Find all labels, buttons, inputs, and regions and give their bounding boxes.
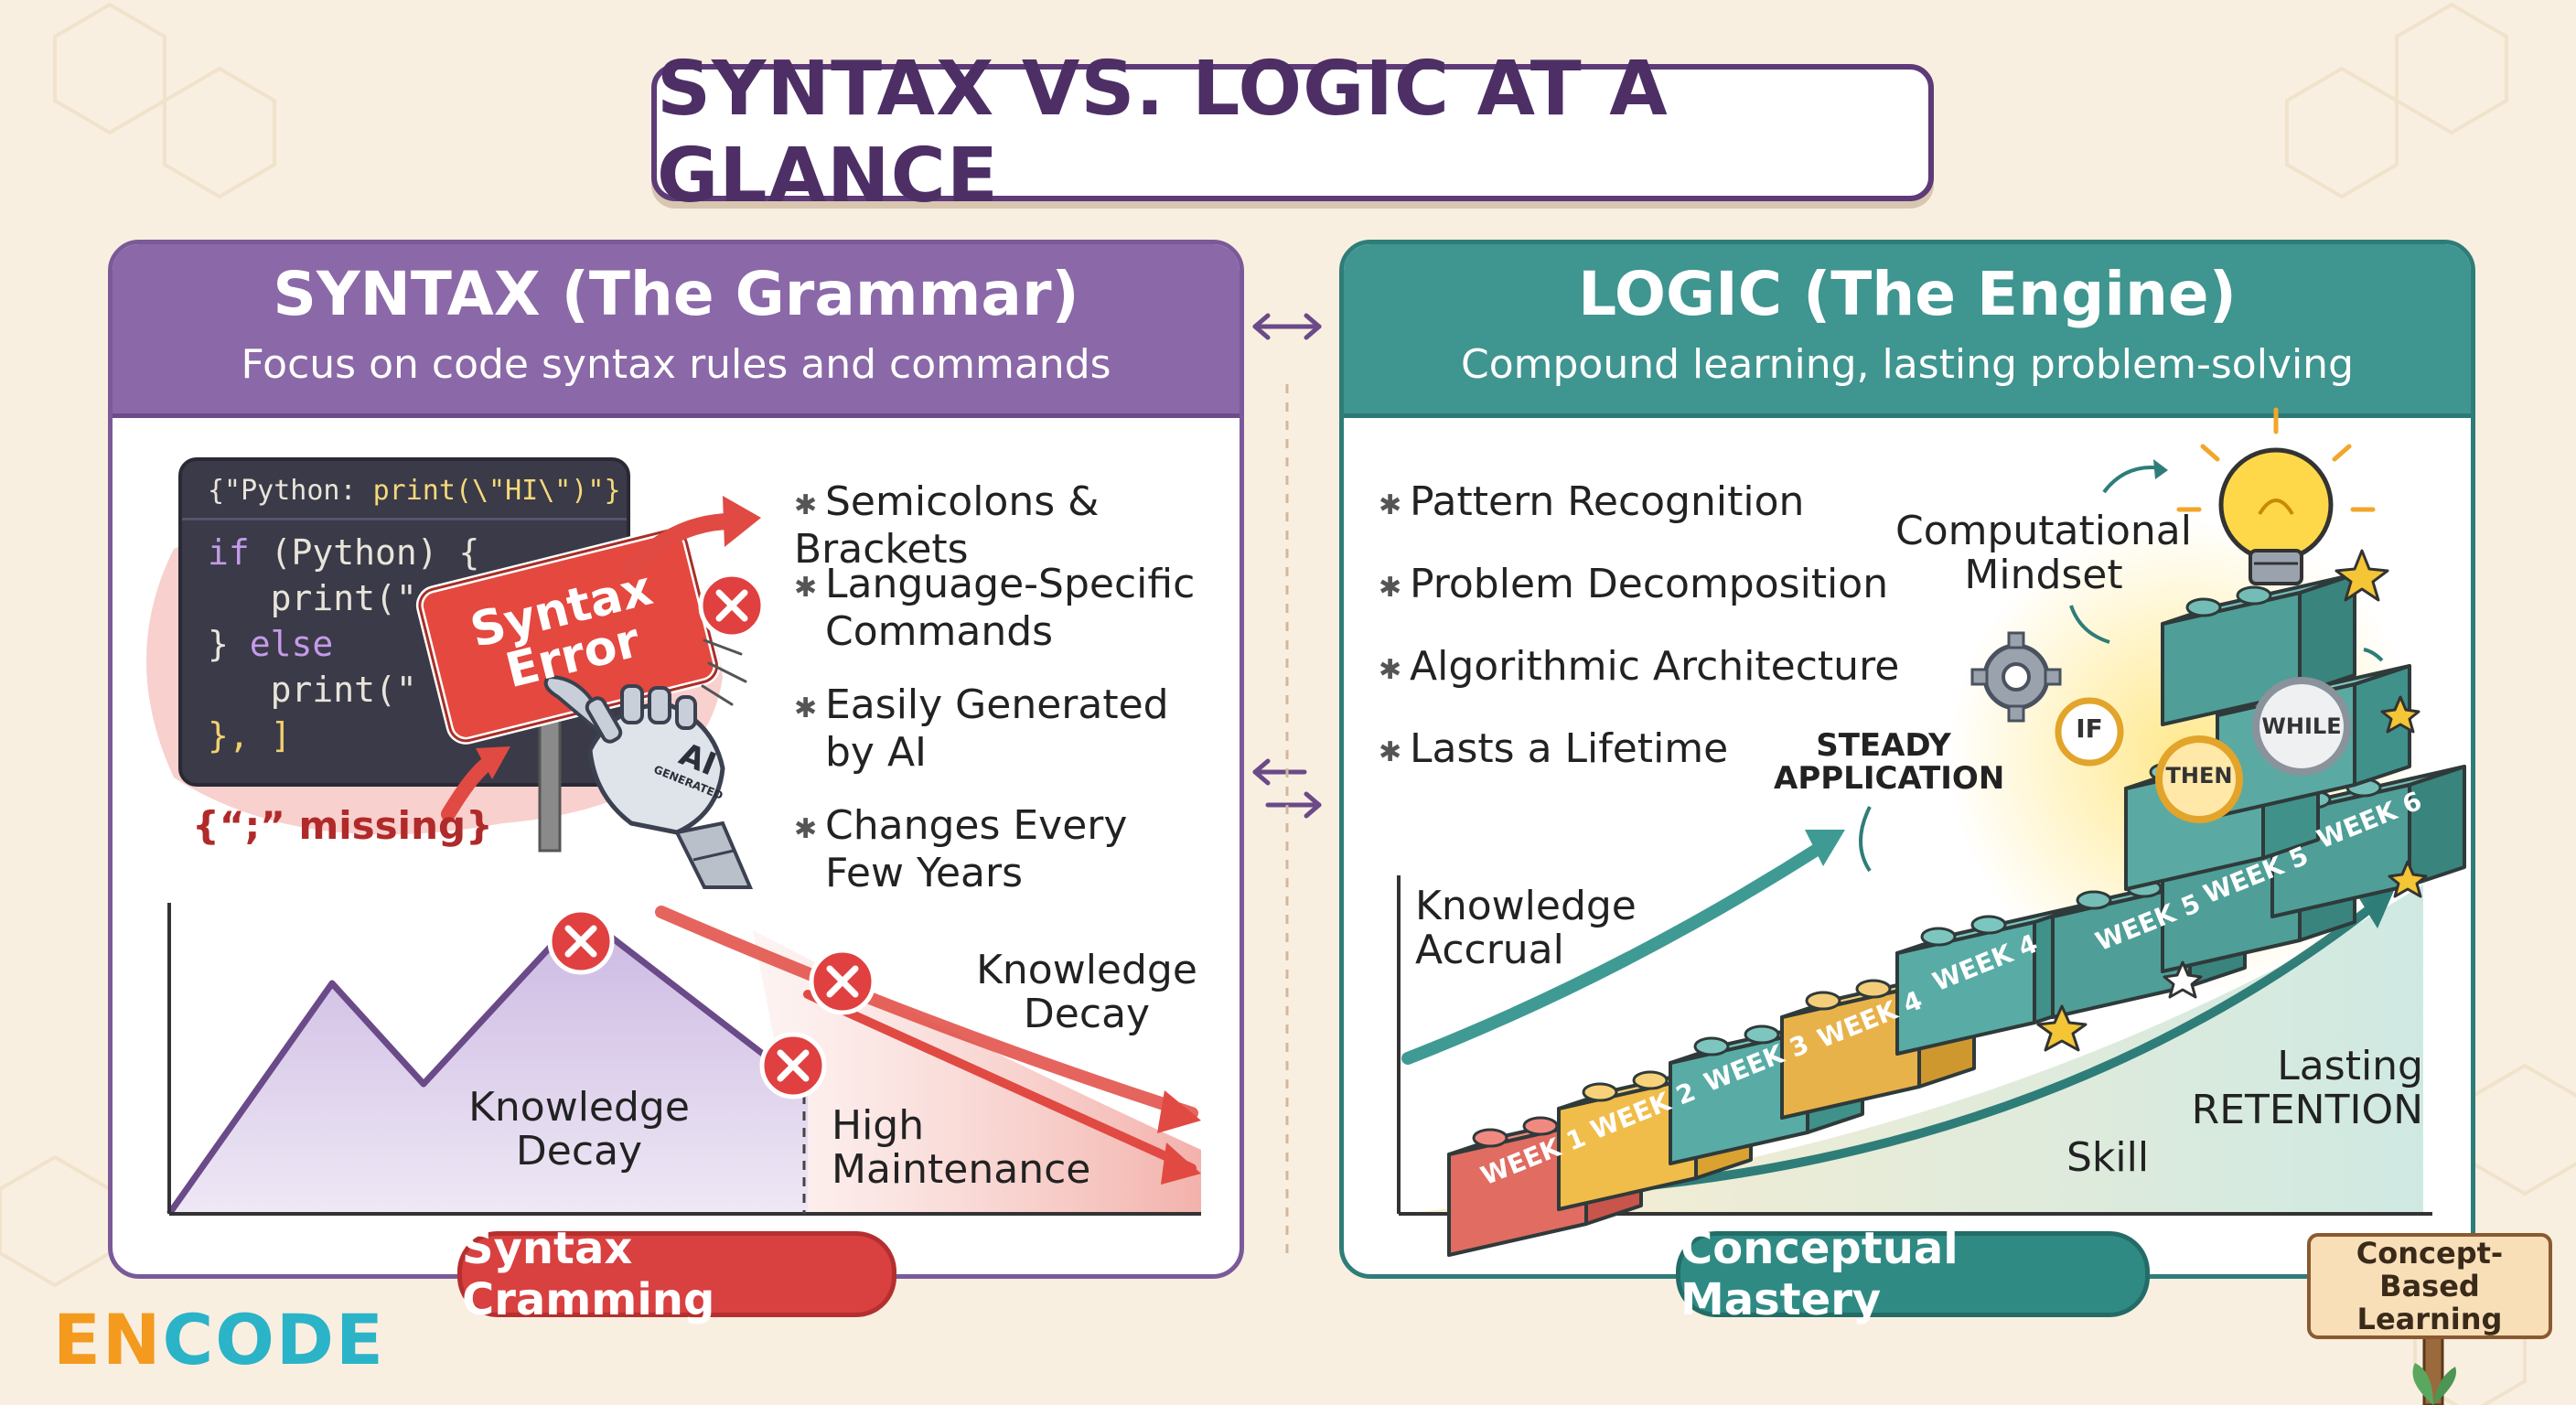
error-mark bbox=[547, 907, 615, 975]
then-label: THEN bbox=[2165, 763, 2233, 788]
gear-icon bbox=[1970, 631, 2062, 723]
then-gear-icon bbox=[2155, 735, 2243, 823]
connector-arrows bbox=[1252, 313, 1322, 1262]
syntax-subheading: Focus on code syntax rules and commands bbox=[241, 341, 1111, 388]
syntax-bullet-1: ✱Semicolons & Brackets bbox=[794, 478, 1100, 573]
lego-stud bbox=[2076, 890, 2112, 910]
lego-stud bbox=[2185, 597, 2222, 617]
logic-header: LOGIC (The Engine) Compound learning, la… bbox=[1344, 244, 2471, 418]
lightbulb-icon bbox=[2176, 407, 2376, 585]
signpost bbox=[2412, 1317, 2456, 1405]
lego-stud bbox=[1855, 979, 1892, 999]
logic-heading: LOGIC (The Engine) bbox=[1578, 259, 2237, 329]
lego-stud bbox=[1472, 1128, 1508, 1148]
if-gear-icon bbox=[2055, 697, 2124, 767]
logic-bullet-2: ✱Problem Decomposition bbox=[1379, 561, 1889, 607]
title-banner: SYNTAX VS. LOGIC AT A GLANCE bbox=[651, 46, 1934, 220]
knowledge-decay-graph bbox=[166, 903, 1201, 1217]
lego-stud bbox=[1970, 915, 2007, 935]
logic-bullet-3: ✱Algorithmic Architecture bbox=[1379, 643, 1900, 690]
while-label: WHILE bbox=[2261, 713, 2342, 739]
page-title: SYNTAX VS. LOGIC AT A GLANCE bbox=[657, 46, 1669, 220]
syntax-error-illustration bbox=[415, 496, 766, 889]
syntax-bullet-4: ✱Changes Every Few Years bbox=[794, 802, 1128, 896]
syntax-heading: SYNTAX (The Grammar) bbox=[273, 259, 1079, 329]
code-line-4: print(" bbox=[208, 670, 417, 710]
lego-stud bbox=[1632, 1070, 1669, 1090]
syntax-bullet-3: ✱Easily Generated by AI bbox=[794, 681, 1169, 776]
logic-bullet-4: ✱Lasts a Lifetime bbox=[1379, 725, 1729, 772]
lego-stud bbox=[1693, 1036, 1730, 1056]
while-gear-icon bbox=[2252, 677, 2351, 776]
code-line-1: if (Python) { bbox=[208, 532, 480, 573]
if-label: IF bbox=[2076, 713, 2103, 744]
lego-stud bbox=[1920, 927, 1957, 947]
skill-label: Skill bbox=[2066, 1134, 2150, 1181]
missing-semicolon-note: {“;” missing} bbox=[192, 803, 493, 848]
syntax-bullet-2: ✱Language-Specific Commands bbox=[794, 561, 1196, 655]
code-header: {"Python: print(\"HI\")"} bbox=[208, 475, 621, 507]
syntax-cramming-pill: Syntax Cramming bbox=[457, 1223, 896, 1325]
code-line-2: print(", bbox=[208, 578, 438, 618]
encode-logo: ENCODE bbox=[53, 1299, 385, 1380]
lego-stud bbox=[1805, 991, 1841, 1011]
logic-bullet-1: ✱Pattern Recognition bbox=[1379, 478, 1805, 525]
logic-subheading: Compound learning, lasting problem-solvi… bbox=[1461, 341, 2354, 388]
robot-hand-icon bbox=[543, 674, 754, 889]
lego-stud bbox=[1744, 1024, 1780, 1045]
lego-stud bbox=[2236, 585, 2272, 606]
code-line-3: } else bbox=[208, 624, 334, 664]
lego-stud bbox=[1582, 1082, 1618, 1102]
syntax-header: SYNTAX (The Grammar) Focus on code synta… bbox=[113, 244, 1240, 418]
conceptual-mastery-pill: Conceptual Mastery bbox=[1676, 1223, 2150, 1325]
lego-block-face bbox=[2408, 765, 2466, 887]
lego-block-staircase bbox=[1447, 407, 2466, 1257]
code-line-5: }, ] bbox=[208, 715, 292, 756]
star-icon bbox=[2334, 549, 2389, 602]
